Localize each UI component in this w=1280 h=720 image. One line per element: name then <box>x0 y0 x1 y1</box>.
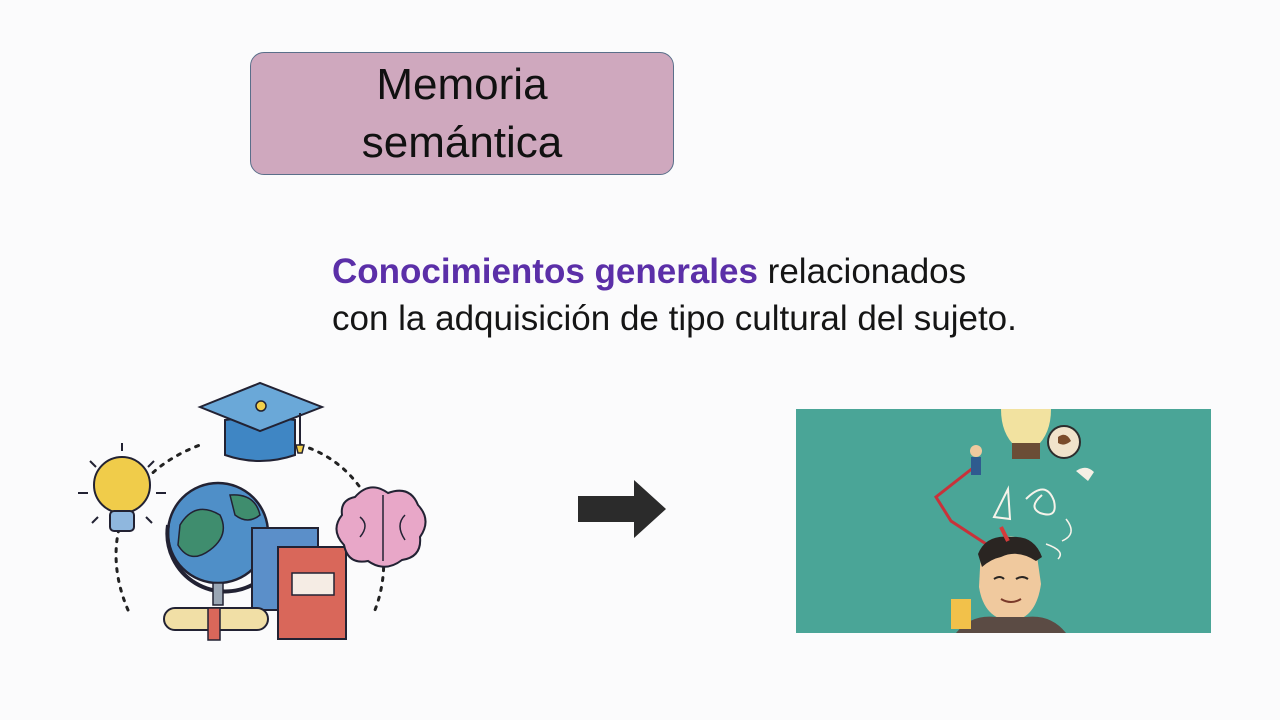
globe-icon <box>165 481 270 606</box>
student-knowledge-illustration <box>934 409 1094 633</box>
lightbulb-icon <box>78 443 166 532</box>
description-highlight: Conocimientos generales <box>332 252 758 291</box>
description-line2: con la adquisición de tipo cultural del … <box>332 299 1017 338</box>
education-illustration <box>78 381 427 641</box>
books-icon <box>251 527 347 640</box>
title-box: Memoria semántica <box>250 52 674 175</box>
knowledge-illustration-panel <box>796 409 1211 633</box>
brain-icon <box>335 486 427 568</box>
diploma-icon <box>163 607 269 641</box>
graduation-cap-icon <box>197 381 325 462</box>
slide-title: Memoria semántica <box>361 59 563 167</box>
description-line1: relacionados <box>757 252 967 291</box>
slide-description: Conocimientos generales relacionados con… <box>332 248 1092 342</box>
right-arrow-icon <box>578 480 666 538</box>
